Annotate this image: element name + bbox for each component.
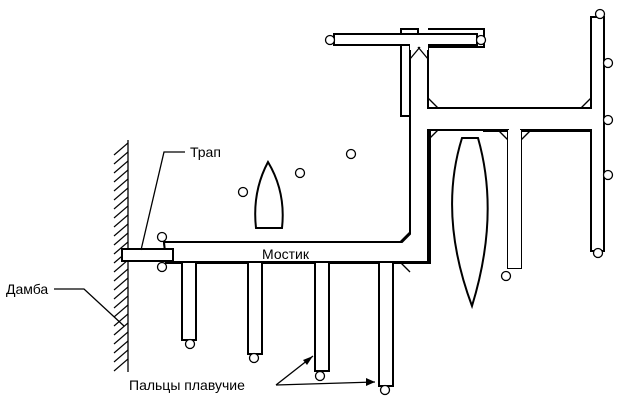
bridge-label: Мостик <box>262 246 310 262</box>
hatch-stroke <box>113 214 129 228</box>
pile <box>594 8 606 20</box>
brace-2 <box>417 46 429 60</box>
pile <box>294 167 306 179</box>
pile <box>379 384 391 396</box>
floating-fingers <box>181 130 521 387</box>
finger-3 <box>314 261 330 372</box>
brace-6 <box>497 129 509 141</box>
gangway-label: Трап <box>190 144 221 160</box>
hatch-stroke <box>113 340 129 354</box>
hatch-stroke <box>113 313 129 327</box>
hatch-stroke <box>113 205 129 219</box>
brace-8 <box>399 231 411 243</box>
brace-7 <box>520 129 532 141</box>
fingers-label: Пальцы плавучие <box>129 377 245 393</box>
pile <box>602 57 614 69</box>
hatch-stroke <box>113 304 129 318</box>
fingers-arrow-2 <box>366 378 375 386</box>
dam-label: Дамба <box>6 281 48 297</box>
pontoon-main-structure <box>162 16 605 269</box>
pile <box>602 169 614 181</box>
hatch-stroke <box>113 196 129 210</box>
gangway <box>121 248 174 262</box>
hatch-stroke <box>113 286 129 300</box>
hatch-stroke <box>113 331 129 345</box>
hatch-stroke <box>113 178 129 192</box>
gangway-leader <box>140 151 185 251</box>
pile <box>156 231 168 243</box>
corner-braces <box>399 46 592 273</box>
finger-4 <box>378 261 394 387</box>
top-t-bar <box>333 33 478 46</box>
finger-2 <box>247 261 263 355</box>
leader-lines <box>54 151 376 386</box>
hatch-stroke <box>113 277 129 291</box>
pile <box>592 247 604 259</box>
hatch-stroke <box>113 187 129 201</box>
boat-small <box>254 159 284 229</box>
boat-large <box>451 137 489 310</box>
hatch-stroke <box>113 358 129 372</box>
pile <box>237 186 249 198</box>
hatch-stroke <box>113 160 129 174</box>
hatch-stroke <box>113 349 129 363</box>
hatch-stroke <box>113 151 129 165</box>
fingers-leader-2 <box>275 381 376 386</box>
brace-4 <box>580 97 592 109</box>
hatch-stroke <box>113 232 129 246</box>
hatch-stroke <box>113 268 129 282</box>
brace-3 <box>427 97 439 109</box>
brace-1 <box>409 46 421 60</box>
fingers-arrow-1 <box>303 356 313 365</box>
piles-group <box>156 8 614 396</box>
finger-right-fill <box>508 130 521 268</box>
pile <box>475 34 487 46</box>
finger-1 <box>181 261 197 341</box>
pile <box>345 148 357 160</box>
pile <box>602 114 614 126</box>
hatch-stroke <box>113 223 129 237</box>
pile <box>156 261 168 273</box>
dam-leader <box>54 288 125 327</box>
hatch-stroke <box>113 169 129 183</box>
hatch-stroke <box>113 322 129 336</box>
pile <box>314 370 326 382</box>
pile <box>184 338 196 350</box>
brace-9 <box>399 261 411 273</box>
brace-5 <box>427 129 439 141</box>
pile <box>248 352 260 364</box>
pile <box>324 34 336 46</box>
pile <box>500 270 512 282</box>
top-t-junction <box>410 44 428 50</box>
hatch-stroke <box>113 295 129 309</box>
hatch-stroke <box>113 142 129 156</box>
